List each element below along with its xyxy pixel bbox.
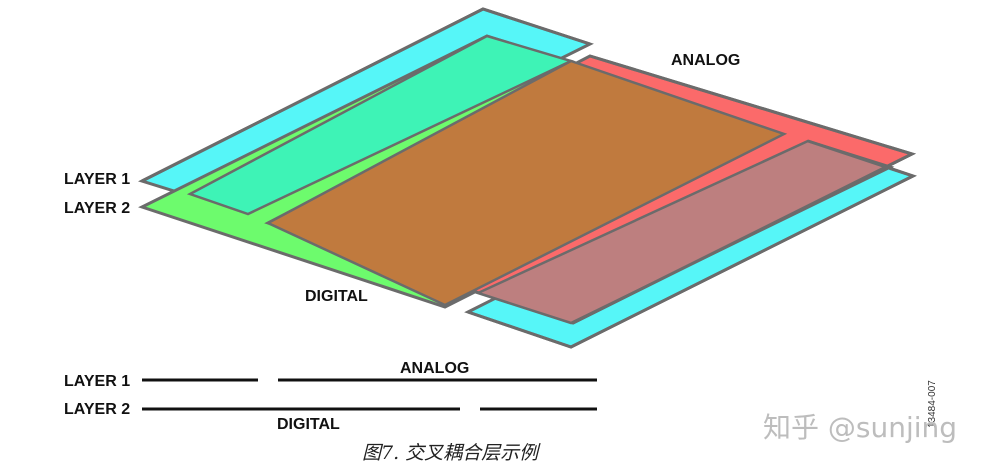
overlap-analog-digital bbox=[265, 59, 788, 307]
figure-caption: 图7. 交叉耦合层示例 bbox=[362, 442, 541, 464]
layer2-bottom-label: LAYER 2 bbox=[64, 401, 130, 418]
layer1-bottom-label: LAYER 1 bbox=[64, 373, 130, 390]
layer1-label: LAYER 1 bbox=[64, 171, 130, 188]
analog-label: ANALOG bbox=[671, 52, 740, 69]
analog-outline bbox=[572, 54, 917, 325]
digital-label: DIGITAL bbox=[305, 288, 368, 305]
digital-bottom-label: DIGITAL bbox=[277, 416, 340, 433]
watermark-text: 知乎 @sunjing bbox=[763, 411, 957, 444]
layer1-outline bbox=[141, 7, 591, 183]
overlap-layer1-layer2 bbox=[186, 34, 575, 216]
layer1-analog-outline bbox=[467, 139, 917, 349]
figure-code: 13484-007 bbox=[927, 380, 938, 428]
analog-bottom-label: ANALOG bbox=[400, 360, 469, 377]
layer2-label: LAYER 2 bbox=[64, 200, 130, 217]
